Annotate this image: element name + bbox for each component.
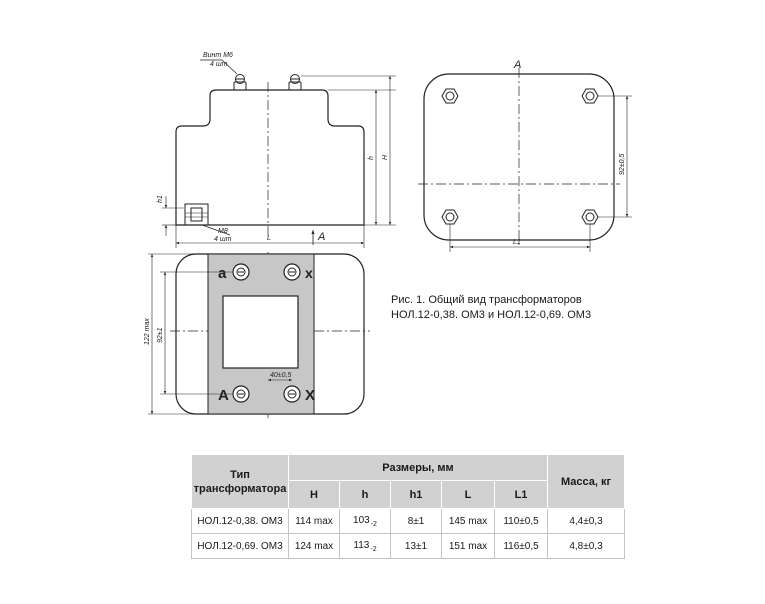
- nut-icon: [581, 209, 599, 225]
- section-mark: A: [317, 231, 325, 243]
- cell-h1: 8±1: [390, 508, 442, 534]
- cell-L: 151 max: [441, 533, 495, 559]
- cell-h-value: 113: [353, 539, 370, 551]
- cell-h: 113-2: [339, 533, 391, 559]
- terminal-x-icon: [283, 263, 301, 281]
- dim-92-1-label: 92±1: [157, 327, 164, 343]
- screw-icon: [288, 74, 302, 91]
- header-H: H: [288, 480, 340, 509]
- front-view-labels: a x A X 40±0,5 122 max 92±1: [144, 265, 315, 404]
- nut-icon: [441, 209, 459, 225]
- view-mark: A: [513, 59, 521, 71]
- table-header-row: Тип трансформатора Размеры, мм Масса, кг: [191, 454, 625, 509]
- cell-h-tolerance: -2: [370, 545, 377, 553]
- table-subheader-row: H h h1 L L1: [192, 480, 625, 509]
- dim-92-label: 92±0,5: [619, 154, 626, 175]
- top-view-labels: A L1 92±0,5: [513, 59, 626, 246]
- table-row: НОЛ.12-0,69. ОМ3 124 max 113-2 13±1 151 …: [191, 533, 625, 559]
- cell-h1: 13±1: [390, 533, 442, 559]
- nut-icon: [441, 88, 459, 104]
- bottom-screw-note-line2: 4 шт: [214, 236, 232, 243]
- cell-H: 114 max: [288, 508, 340, 534]
- screw-note-line2: 4 шт: [210, 61, 228, 68]
- dim-h-label: h: [368, 156, 375, 160]
- cell-L: 145 max: [441, 508, 495, 534]
- cell-mass: 4,4±0,3: [547, 508, 625, 534]
- dim-122-label: 122 max: [144, 318, 151, 345]
- terminal-A-icon: [232, 385, 250, 403]
- front-window: [222, 295, 299, 369]
- screw-icon: [233, 74, 247, 91]
- spec-table: Тип трансформатора Размеры, мм Масса, кг…: [191, 454, 625, 559]
- cell-L1: 110±0,5: [494, 508, 548, 534]
- header-h: h: [339, 480, 391, 509]
- dim-L-label: L: [267, 235, 271, 242]
- header-mass: Масса, кг: [547, 454, 625, 509]
- cell-type: НОЛ.12-0,69. ОМ3: [191, 533, 289, 559]
- side-view: [162, 59, 396, 248]
- terminal-A-label: A: [218, 387, 229, 404]
- terminal-X-label: X: [305, 387, 315, 404]
- caption-line1: Рис. 1. Общий вид трансформаторов: [391, 294, 582, 306]
- figure-caption: Рис. 1. Общий вид трансформаторов НОЛ.12…: [391, 293, 721, 323]
- terminal-X-icon: [283, 385, 301, 403]
- header-dimensions: Размеры, мм: [288, 454, 548, 481]
- cell-h-tolerance: -2: [370, 520, 377, 528]
- dim-H-label: H: [382, 154, 389, 160]
- terminal-a-icon: [232, 263, 250, 281]
- bottom-screw-icon: [184, 203, 209, 226]
- cell-type: НОЛ.12-0,38. ОМ3: [191, 508, 289, 534]
- header-type: Тип трансформатора: [191, 454, 289, 509]
- bottom-screw-note-line1: М8: [218, 228, 228, 235]
- front-view: [148, 252, 370, 418]
- cell-mass: 4,8±0,3: [547, 533, 625, 559]
- cell-L1: 116±0,5: [494, 533, 548, 559]
- cell-h: 103-2: [339, 508, 391, 534]
- dim-h1-label: h1: [157, 195, 164, 203]
- cell-h-value: 103: [353, 514, 370, 526]
- header-L: L: [441, 480, 495, 509]
- terminal-x-label: x: [305, 265, 313, 281]
- table-row: НОЛ.12-0,38. ОМ3 114 max 103-2 8±1 145 m…: [191, 508, 625, 534]
- side-view-labels: Винт М6 4 шт М8 4 шт h1 h H L A: [157, 52, 389, 243]
- cell-H: 124 max: [288, 533, 340, 559]
- nut-icon: [581, 88, 599, 104]
- side-view-body: [175, 89, 365, 226]
- dim-40-label: 40±0,5: [270, 372, 291, 379]
- dim-L1-label: L1: [513, 239, 521, 246]
- header-h1: h1: [390, 480, 442, 509]
- header-L1: L1: [494, 480, 548, 509]
- terminal-a-label: a: [218, 265, 227, 282]
- top-view: [418, 68, 632, 252]
- caption-line2: НОЛ.12-0,38. ОМ3 и НОЛ.12-0,69. ОМ3: [391, 309, 592, 321]
- screw-note-line1: Винт М6: [203, 52, 233, 59]
